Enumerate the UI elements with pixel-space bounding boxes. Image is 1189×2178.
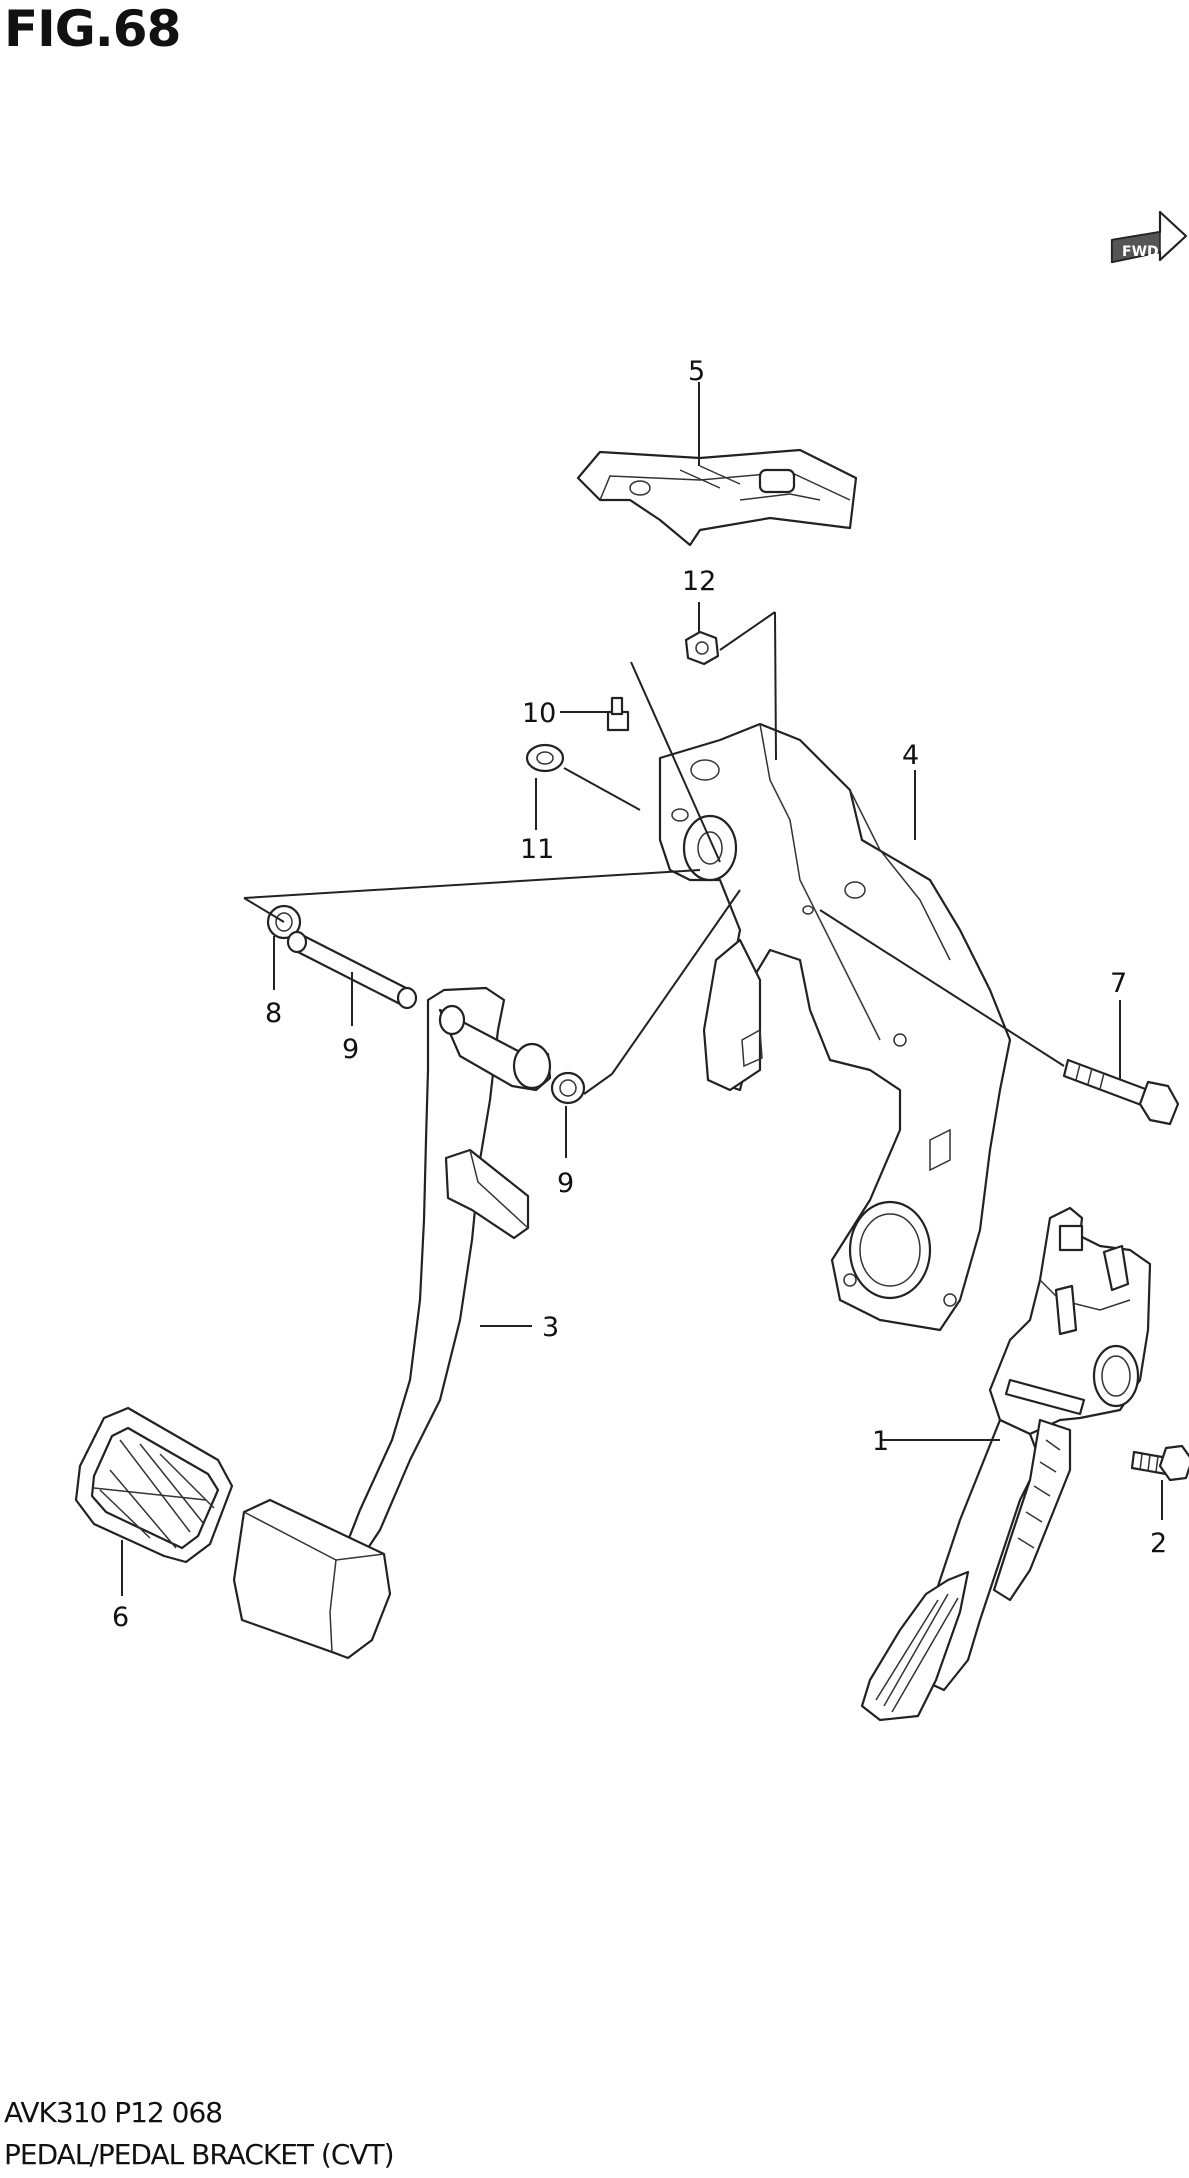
- forward-arrow-icon: FWD: [1110, 210, 1188, 264]
- callout-1: 1: [872, 1426, 889, 1457]
- callout-8: 9: [342, 1034, 359, 1065]
- part-7-long-bolt: [1062, 1058, 1180, 1126]
- part-11-washer: [525, 743, 565, 773]
- part-1-accelerator-pedal: [860, 1206, 1152, 1722]
- callout-4: 4: [902, 740, 919, 771]
- figure-name: PEDAL/PEDAL BRACKET (CVT): [4, 2138, 395, 2171]
- callout-10: 10: [522, 698, 556, 729]
- callout-2: 2: [1150, 1528, 1167, 1559]
- forward-label: FWD: [1122, 244, 1159, 260]
- callout-6: 6: [112, 1602, 129, 1633]
- callout-7: 7: [1110, 968, 1127, 999]
- part-8-pivot-shaft: [286, 930, 418, 1010]
- callout-labels: 5 12 10 11 4 7 8 9 9 3 1 2 6: [112, 356, 1167, 1633]
- brake-pedal-pad: [232, 1498, 392, 1660]
- callout-3: 3: [542, 1312, 559, 1343]
- part-4-pedal-bracket: [658, 722, 1012, 1332]
- callout-5: 5: [688, 356, 705, 387]
- part-5-bracket-cover: [576, 448, 858, 547]
- part-2-bolt: [1130, 1444, 1189, 1482]
- part-3-brake-pedal-arm: [340, 986, 552, 1562]
- part-12-nut: [684, 630, 720, 666]
- figure-title: FIG.68: [4, 0, 181, 58]
- part-9-bushing-right: [550, 1071, 586, 1105]
- part-10-bolt: [606, 696, 630, 732]
- callout-9-left: 8: [265, 998, 282, 1029]
- leader-lines: [121, 382, 1163, 1596]
- figure-code: AVK310 P12 068: [4, 2096, 223, 2129]
- part-6-pedal-pad-cover: [74, 1406, 234, 1564]
- callout-12: 12: [682, 566, 716, 597]
- callout-9-right: 9: [557, 1168, 574, 1199]
- callout-11: 11: [520, 834, 554, 865]
